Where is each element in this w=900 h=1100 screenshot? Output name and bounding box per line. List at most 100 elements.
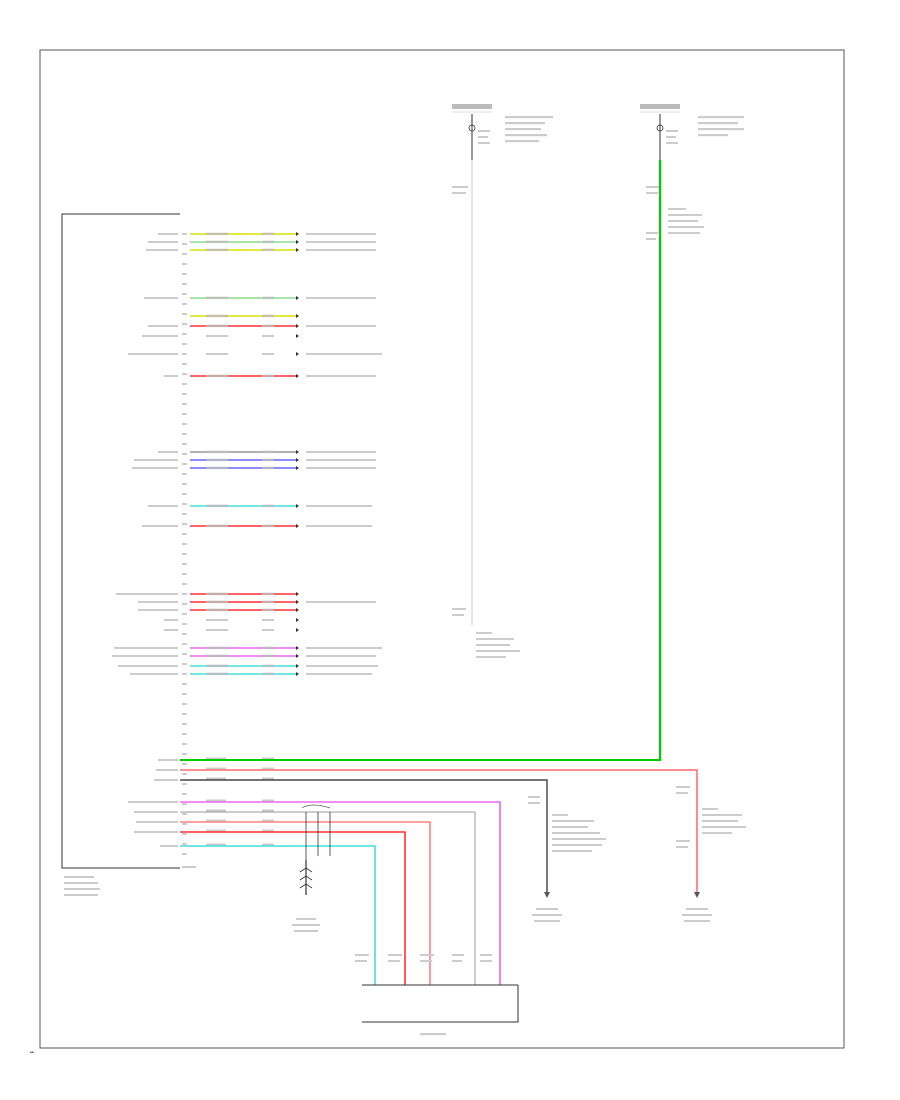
pin-number: [182, 423, 187, 425]
connector-arrow: [296, 592, 299, 596]
pin-label: [142, 335, 178, 337]
circuit-number: [262, 335, 274, 337]
splice-left: [452, 608, 520, 658]
pin-number: [182, 773, 187, 775]
pin-number: [182, 323, 187, 325]
pin-label: [138, 609, 178, 611]
pin-number: [182, 413, 187, 415]
pin-number: [182, 463, 187, 465]
circuit-number: [262, 592, 274, 596]
ground-label-right: [676, 786, 746, 922]
pin-number: [182, 813, 187, 815]
wire-color-code: [206, 809, 226, 812]
circuit-number: [262, 466, 274, 470]
fuse-block-left: [452, 104, 553, 625]
circuit-destination-label: [306, 647, 382, 649]
pin-number: [182, 623, 187, 625]
pin-number: [182, 853, 187, 855]
module-pin-labels: [112, 233, 178, 847]
pin-number: [182, 503, 187, 505]
pin-number: [182, 803, 187, 805]
connector-arrow: [296, 324, 299, 328]
wire-color-code: [206, 664, 228, 668]
wire-color-code: [206, 608, 228, 612]
circuit-number: [262, 314, 274, 318]
wire-color-code: [206, 232, 228, 236]
pin-label: [164, 619, 178, 621]
shield-lines: [292, 804, 331, 932]
wire-color-code: [206, 324, 228, 328]
pin-label: [116, 593, 178, 595]
pin-number: [182, 763, 187, 765]
pin-number: [182, 353, 187, 355]
circuit-number: [262, 654, 274, 658]
connector-arrow: [296, 296, 299, 300]
pin-number: [182, 573, 187, 575]
connector-arrow: [296, 450, 299, 454]
wire-color-code: [206, 654, 228, 658]
connector-arrow: [296, 628, 299, 632]
circuit-destination-label: [306, 655, 376, 657]
wire-color-code: [206, 524, 228, 528]
circuit-number: [262, 296, 274, 300]
connector-arrow: [296, 232, 299, 236]
connector-arrow: [296, 646, 299, 650]
circuit-number: [262, 248, 274, 252]
pin-number: [182, 293, 187, 295]
connector-arrow: [296, 600, 299, 604]
connector-arrow: [296, 240, 299, 244]
connector-arrow: [296, 334, 299, 338]
circuit-number: [262, 767, 274, 770]
circuit-number: [262, 608, 274, 612]
ground-label-center: [528, 796, 606, 922]
pin-number: [182, 593, 187, 595]
circuit-number: [262, 819, 274, 822]
pin-label: [158, 233, 178, 235]
circuit-number: [262, 450, 274, 454]
pin-number: [182, 253, 187, 255]
pin-label: [132, 467, 178, 469]
pin-number: [182, 613, 187, 615]
pin-number: [182, 343, 187, 345]
pin-number: [182, 713, 187, 715]
circuit-number: [262, 504, 274, 508]
pin-label: [128, 801, 178, 803]
connector-arrow: [296, 374, 299, 378]
circuit-number: [262, 458, 274, 462]
pin-number: [182, 843, 187, 845]
wire-color-code: [206, 799, 226, 802]
pin-number: [182, 263, 187, 265]
pin-number: [182, 753, 187, 755]
connector-arrow: [296, 664, 299, 668]
wire-color-code: [206, 646, 228, 650]
pin-number: [182, 383, 187, 385]
pin-label: [138, 601, 178, 603]
pin-label: [136, 821, 178, 823]
circuit-destination-label: [306, 325, 376, 327]
connector-arrow: [296, 672, 299, 676]
circuit-number: [262, 324, 274, 328]
connector-arrow: [296, 466, 299, 470]
wire-color-code: [206, 374, 228, 378]
pin-number: [182, 243, 187, 245]
circuit-destination-label: [306, 241, 376, 243]
pin-number: [182, 743, 187, 745]
pin-number: [182, 683, 187, 685]
pin-label: [148, 325, 178, 327]
pin-number: [182, 373, 187, 375]
wire-color-code: [206, 777, 226, 780]
circuit-number: [262, 629, 274, 631]
pin-label: [158, 759, 178, 761]
pin-number: [182, 433, 187, 435]
pin-label: [156, 769, 178, 771]
connector-arrow: [296, 654, 299, 658]
wire-color-code: [206, 843, 226, 846]
wire-color-code: [206, 592, 228, 596]
pin-number: [182, 273, 187, 275]
circuit-destination-label: [306, 297, 376, 299]
circuit-number: [262, 240, 274, 244]
pin-number: [182, 693, 187, 695]
module-pin-column: [182, 233, 187, 855]
pin-number: [182, 723, 187, 725]
